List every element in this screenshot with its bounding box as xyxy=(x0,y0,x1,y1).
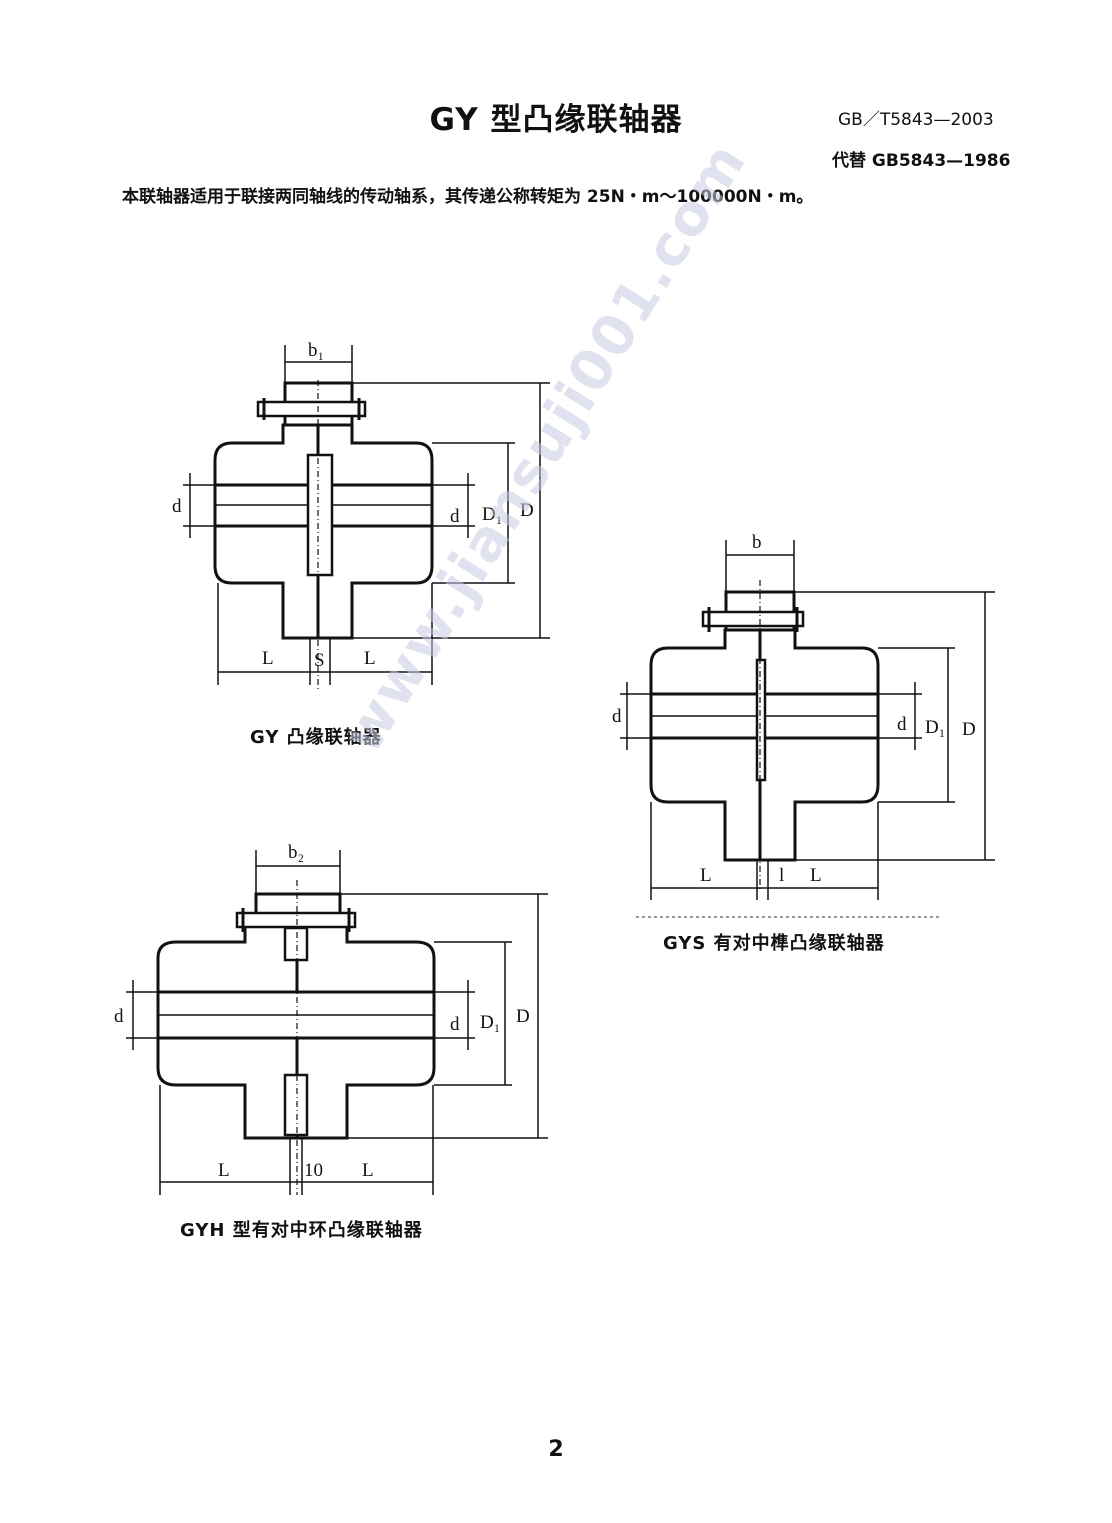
replaces-standard: 代替 GB5843—1986 xyxy=(832,151,1011,171)
gyh-b2-label: b₂ xyxy=(288,842,304,863)
standard-number: GB／T5843—2003 xyxy=(838,110,994,130)
gys-D1-label: D₁ xyxy=(925,717,945,738)
gys-d-right-label: d xyxy=(897,714,907,735)
gy-coupling-drawing: b₁ d d D₁ D L S L xyxy=(172,340,550,690)
gys-l-label: l xyxy=(779,865,784,886)
gy-L-left-label: L xyxy=(262,648,274,669)
page-number: 2 xyxy=(548,1437,564,1462)
page-title: GY 型凸缘联轴器 xyxy=(429,102,683,138)
gy-d-right-label: d xyxy=(450,506,460,527)
gyh-D1-label: D₁ xyxy=(480,1012,500,1033)
intro-text: 本联轴器适用于联接两同轴线的传动轴系，其传递公称转矩为 25N・m～100000… xyxy=(122,187,814,207)
gy-caption: GY 凸缘联轴器 xyxy=(250,727,382,748)
gys-D-label: D xyxy=(962,719,976,740)
gys-d-left-label: d xyxy=(612,706,622,727)
gyh-d-left-label: d xyxy=(114,1006,124,1027)
gyh-L-left-label: L xyxy=(218,1160,230,1181)
gy-b1-label: b₁ xyxy=(308,340,324,361)
gy-D-label: D xyxy=(520,500,534,521)
gyh-D-label: D xyxy=(516,1006,530,1027)
gyh-L-right-label: L xyxy=(362,1160,374,1181)
gys-separator-line xyxy=(636,916,942,918)
gys-L-right-label: L xyxy=(810,865,822,886)
gy-D1-label: D₁ xyxy=(482,504,502,525)
gy-d-left-label: d xyxy=(172,496,182,517)
gyh-coupling-drawing: b₂ d d D₁ D L 10 L xyxy=(114,842,548,1195)
gyh-10-label: 10 xyxy=(304,1160,323,1181)
gys-L-left-label: L xyxy=(700,865,712,886)
gys-coupling-drawing: b d d D₁ D L l L xyxy=(612,532,995,900)
gys-caption: GYS 有对中榫凸缘联轴器 xyxy=(663,933,885,954)
gyh-caption: GYH 型有对中环凸缘联轴器 xyxy=(180,1220,423,1241)
gy-L-right-label: L xyxy=(364,648,376,669)
gy-S-label: S xyxy=(314,650,325,671)
gys-b-label: b xyxy=(752,532,762,553)
gyh-d-right-label: d xyxy=(450,1014,460,1035)
